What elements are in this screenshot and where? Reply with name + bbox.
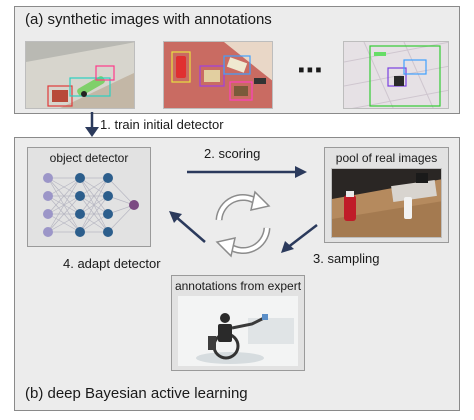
real-image-pool-box: pool of real images (324, 147, 449, 243)
arrow-adapt (169, 211, 206, 243)
neural-network-icon (43, 173, 139, 237)
ellipsis: ⋯ (297, 55, 323, 85)
step-adapt-label: 4. adapt detector (63, 256, 161, 271)
panel-active-learning: object detector (14, 137, 460, 411)
panel-a-title: (a) synthetic images with annotations (25, 11, 272, 28)
real-image-pool-title: pool of real images (335, 151, 438, 165)
step-train-label: 1. train initial detector (100, 117, 224, 132)
object-detector-title: object detector (49, 151, 129, 165)
panel-synthetic-images: (a) synthetic images with annotations (14, 6, 460, 114)
synthetic-image-2 (163, 41, 273, 109)
object-detector-box: object detector (27, 147, 151, 247)
synthetic-image-3 (343, 41, 449, 109)
arrow-scoring (187, 166, 307, 178)
expert-annotation-box: annotations from expert (171, 275, 305, 371)
arrow-sampling (281, 224, 318, 253)
synthetic-image-1 (25, 41, 135, 109)
cycle-icon (215, 190, 271, 258)
step-scoring-label: 2. scoring (204, 146, 261, 161)
expert-annotation-title: annotations from expert (174, 279, 302, 293)
panel-b-title: (b) deep Bayesian active learning (25, 385, 248, 402)
real-image-photo (331, 168, 442, 238)
arrow-train (85, 112, 99, 137)
expert-photo (178, 296, 298, 366)
step-sampling-label: 3. sampling (313, 251, 380, 266)
